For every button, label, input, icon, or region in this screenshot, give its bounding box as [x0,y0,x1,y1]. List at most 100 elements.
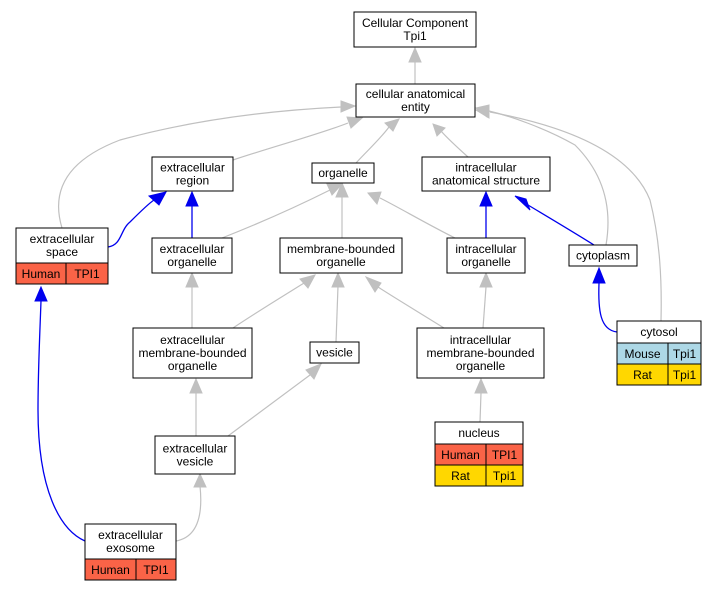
node-outline [616,320,702,386]
species-label: Human [91,563,130,577]
gene-label: Tpi1 [493,469,517,483]
edge-line [58,106,342,229]
node-label-line: intracellular [455,161,516,175]
species-label: Mouse [624,347,660,361]
node-label-line: cellular anatomical [366,87,465,101]
species-label: Rat [633,368,652,382]
edge-eco-ecr [185,190,199,238]
edge-line [489,111,662,322]
edge-line [232,122,349,161]
arrowhead [364,275,382,293]
arrowhead [331,271,345,288]
node-label-line: organelle [167,255,217,269]
node-label-line: Tpi1 [403,29,427,43]
edge-line [482,286,487,329]
edge-line [221,189,331,239]
edges-layer [34,46,662,542]
edge-line [488,110,609,246]
node-label-line: Cellular Component [362,16,469,30]
edge-ves-mbo [331,271,345,343]
node-label-line: extracellular [30,232,95,246]
node-label-box [132,327,253,379]
arrowhead [384,118,400,132]
arrowhead [193,472,207,488]
arrowhead [479,271,493,288]
edge-ias-cae [432,123,469,158]
node-label-line: extracellular [160,242,225,256]
node-outline [15,227,109,285]
arrowhead [474,105,490,119]
node-outline [132,327,253,379]
node-label-line: entity [401,100,430,114]
edge-cae-root [408,46,422,84]
node-outline [421,156,551,192]
node-label-line: extracellular [160,161,225,175]
node-label-line: organelle [316,255,366,269]
edge-mbo-org [335,181,349,238]
edge-line [175,485,202,542]
arrowhead [474,377,488,394]
node-label-line: region [176,174,209,188]
arrowhead [340,100,357,113]
node-ves[interactable]: vesicle [309,341,360,364]
edge-line [335,285,339,343]
node-outline [434,421,524,487]
node-outline [309,341,360,364]
node-label-line: organelle [456,359,506,373]
gene-label: TPI1 [74,267,100,281]
edge-line [527,204,595,246]
node-label-line: cytoplasm [576,249,630,263]
gene-label: Tpi1 [673,347,697,361]
edge-exo-ecs [34,285,86,542]
gene-label: TPI1 [143,563,169,577]
arrowhead [592,266,606,284]
arrowhead [346,116,364,129]
node-label-line: vesicle [316,346,353,360]
node-label-line: intracellular [450,333,511,347]
node-label-line: organelle [318,166,368,180]
node-outline [353,11,477,48]
node-outline [446,237,526,274]
edge-line [355,126,390,164]
node-label-line: membrane-bounded [138,346,246,360]
edge-line [479,392,482,423]
arrowhead [185,190,199,207]
node-org[interactable]: organelle [311,162,375,184]
edge-org-cae [355,118,400,164]
edge-ecv-embo [189,377,203,436]
node-label-line: extracellular [98,528,163,542]
gene-label: Tpi1 [673,368,697,382]
node-outline [311,162,375,184]
arrowhead [189,377,203,394]
edge-line [107,199,155,248]
node-label-line: anatomical structure [432,174,540,188]
gene-label: TPI1 [492,448,518,462]
edge-io-org [367,191,456,239]
node-label-box [355,83,476,118]
node-outline [355,83,476,118]
edge-line [37,300,86,542]
node-outline [151,156,234,192]
node-outline [154,435,236,475]
node-cyp[interactable]: cytoplasm [568,244,638,267]
node-label-line: organelle [461,255,511,269]
arrowhead [299,274,316,289]
arrowhead [514,195,531,211]
node-outline [416,327,545,379]
edge-ecs-cae [58,100,357,229]
